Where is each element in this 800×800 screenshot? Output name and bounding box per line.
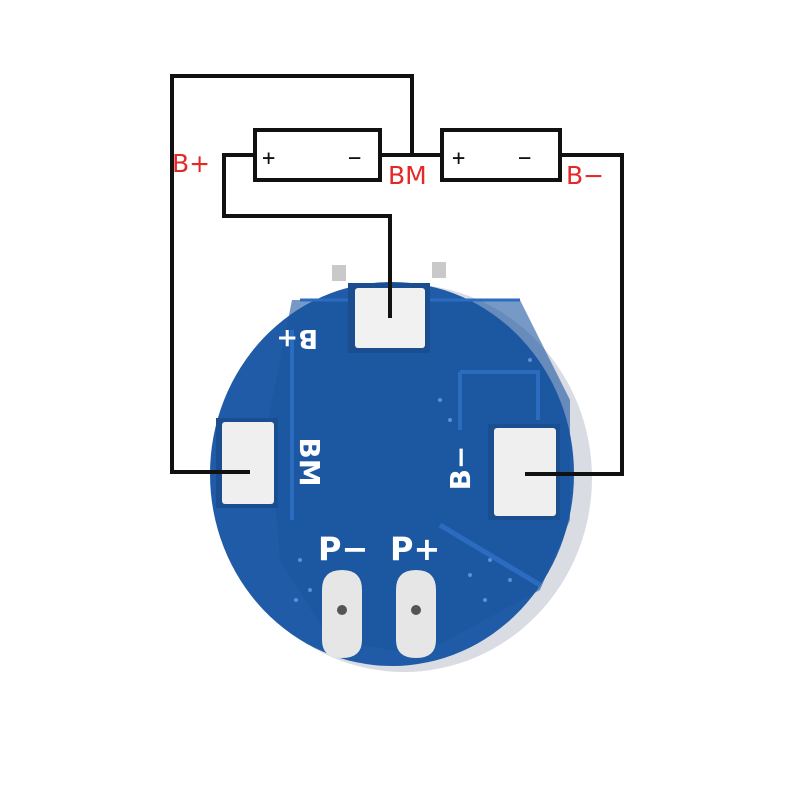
wiring <box>170 74 624 476</box>
cell-body <box>440 128 562 182</box>
b-plus-pad[interactable] <box>222 422 274 504</box>
battery-cell-1: + − <box>253 128 382 182</box>
board-trace <box>438 522 542 588</box>
p-minus-hole <box>337 605 347 615</box>
silkscreen-p-minus: P− <box>318 530 368 568</box>
silkscreen-p-plus: P+ <box>390 530 440 568</box>
battery-cell-2: + − <box>440 128 562 182</box>
solder-tab <box>432 262 446 278</box>
board-trace <box>460 370 540 420</box>
cell-body <box>253 128 382 182</box>
silkscreen-b-plus: B+ <box>276 323 318 353</box>
label-b-minus: B− <box>566 161 604 190</box>
silkscreen-bm: BM <box>293 437 326 486</box>
silkscreen-b-minus: B− <box>444 446 477 491</box>
label-b-plus: B+ <box>172 149 210 178</box>
pcb-board: B+ BM B− P− P+ <box>210 262 592 672</box>
copper-pour <box>268 300 570 655</box>
label-bm: BM <box>388 161 427 190</box>
cell-plus-symbol: + <box>452 146 465 171</box>
cell-minus-symbol: − <box>348 146 361 171</box>
cell-plus-symbol: + <box>262 146 275 171</box>
wire-b-plus <box>222 153 392 318</box>
solder-tab <box>332 265 346 281</box>
wire-b-minus <box>525 153 624 476</box>
cell-minus-symbol: − <box>518 146 531 171</box>
wire-bm-to-bm-pad <box>170 74 414 474</box>
p-plus-hole <box>411 605 421 615</box>
